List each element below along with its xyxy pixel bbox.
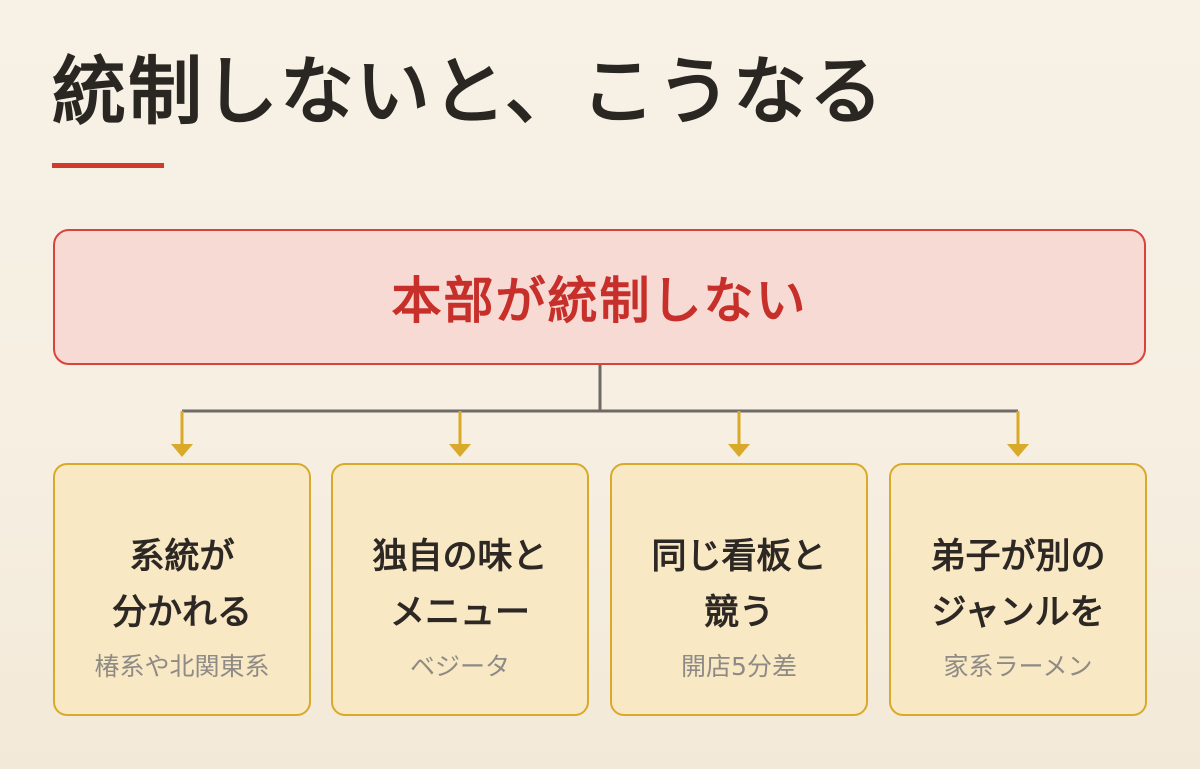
root-node-label: 本部が統制しない — [391, 271, 808, 330]
arrow-2 — [449, 411, 471, 457]
child-node-same-sign-compete: 同じ看板と 競う 開店5分差 — [610, 463, 868, 716]
title-underline — [52, 163, 164, 168]
child-node-title: 独自の味と メニュー — [372, 537, 548, 633]
child-node-example: 家系ラーメン — [943, 652, 1093, 681]
child-node-lineage-split: 系統が 分かれる 椿系や北関東系 — [53, 463, 311, 716]
child-node-title: 弟子が別の ジャンルを — [930, 537, 1106, 633]
child-node-example: 開店5分差 — [681, 652, 797, 681]
child-node-example: ベジータ — [409, 652, 510, 681]
arrow-1 — [171, 411, 193, 457]
child-node-title: 同じ看板と 競う — [651, 537, 827, 633]
arrow-3 — [728, 411, 750, 457]
child-node-original-menu: 独自の味と メニュー ベジータ — [331, 463, 589, 716]
child-node-other-genre: 弟子が別の ジャンルを 家系ラーメン — [889, 463, 1147, 716]
child-node-example: 椿系や北関東系 — [94, 652, 270, 681]
root-node: 本部が統制しない — [53, 229, 1146, 365]
arrow-4 — [1007, 411, 1029, 457]
page-title: 統制しないと、こうなる — [52, 49, 886, 135]
child-node-title: 系統が 分かれる — [111, 537, 252, 633]
